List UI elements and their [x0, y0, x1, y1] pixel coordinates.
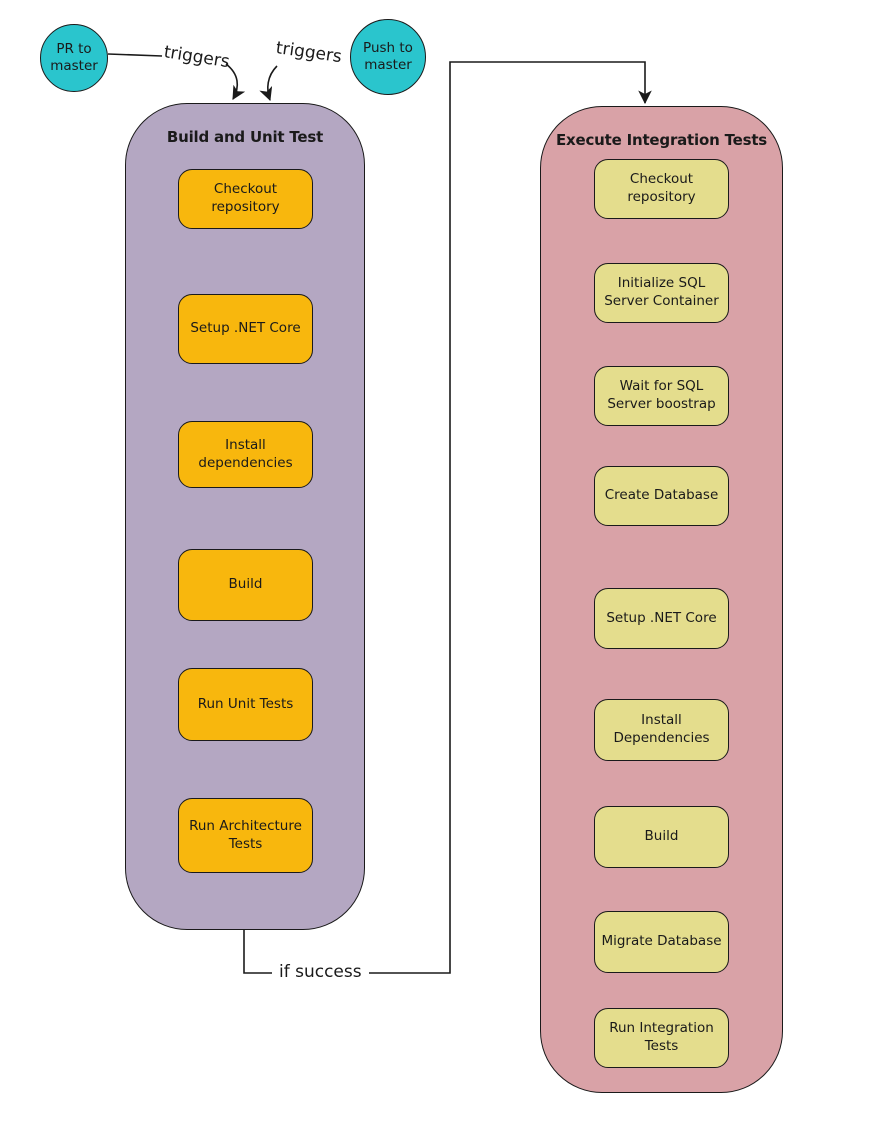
edge-triggers-arrow-left: [225, 63, 246, 100]
step-checkout-repository: Checkout repository: [178, 169, 313, 229]
step-label: Build: [644, 828, 679, 845]
step-migrate-database: Migrate Database: [594, 911, 729, 973]
pipeline-title: Execute Integration Tests: [555, 131, 768, 149]
execute-integration-tests-container: Execute Integration Tests Checkout repos…: [540, 106, 783, 1093]
step-label: Setup .NET Core: [190, 320, 301, 337]
step-setup-dotnet-core: Setup .NET Core: [178, 294, 313, 364]
edge-if-success-connector: [243, 61, 652, 974]
step-run-unit-tests: Run Unit Tests: [178, 668, 313, 741]
step-label: Checkout repository: [211, 181, 280, 215]
step-label: Run Integration Tests: [609, 1020, 714, 1054]
edge-pr-to-triggers-line: [107, 53, 163, 57]
step-install-dependencies: Install dependencies: [178, 421, 313, 488]
pipeline-title: Build and Unit Test: [166, 128, 324, 146]
step-wait-for-sql-server-boostrap: Wait for SQL Server boostrap: [594, 366, 729, 426]
step-label: Migrate Database: [601, 933, 722, 950]
step-label: Install Dependencies: [613, 712, 710, 746]
step-initialize-sql-server-container: Initialize SQL Server Container: [594, 263, 729, 323]
step-label: Build: [228, 576, 263, 593]
step-label: Install dependencies: [198, 436, 293, 471]
step-build: Build: [594, 806, 729, 868]
step-label: Run Unit Tests: [197, 695, 294, 712]
step-label: Setup .NET Core: [606, 609, 717, 626]
trigger-node-label: Push to master: [363, 40, 413, 73]
trigger-node-push-to-master: Push to master: [350, 19, 426, 95]
build-and-unit-test-container: Build and Unit Test Checkout repository …: [125, 103, 365, 930]
edge-label-if-success: if success: [272, 962, 369, 982]
step-label: Create Database: [604, 487, 719, 504]
step-checkout-repository: Checkout repository: [594, 159, 729, 219]
step-label: Run Architecture Tests: [189, 817, 302, 852]
step-label: Checkout repository: [627, 171, 696, 205]
step-label: Initialize SQL Server Container: [604, 275, 719, 309]
step-install-dependencies: Install Dependencies: [594, 699, 729, 761]
step-build: Build: [178, 549, 313, 621]
step-run-integration-tests: Run Integration Tests: [594, 1008, 729, 1068]
step-setup-dotnet-core: Setup .NET Core: [594, 588, 729, 649]
trigger-node-pr-to-master: PR to master: [40, 24, 108, 92]
trigger-node-label: PR to master: [50, 41, 98, 74]
edge-triggers-arrow-right: [259, 65, 278, 102]
step-run-architecture-tests: Run Architecture Tests: [178, 798, 313, 873]
step-label: Wait for SQL Server boostrap: [607, 378, 716, 412]
step-create-database: Create Database: [594, 466, 729, 526]
